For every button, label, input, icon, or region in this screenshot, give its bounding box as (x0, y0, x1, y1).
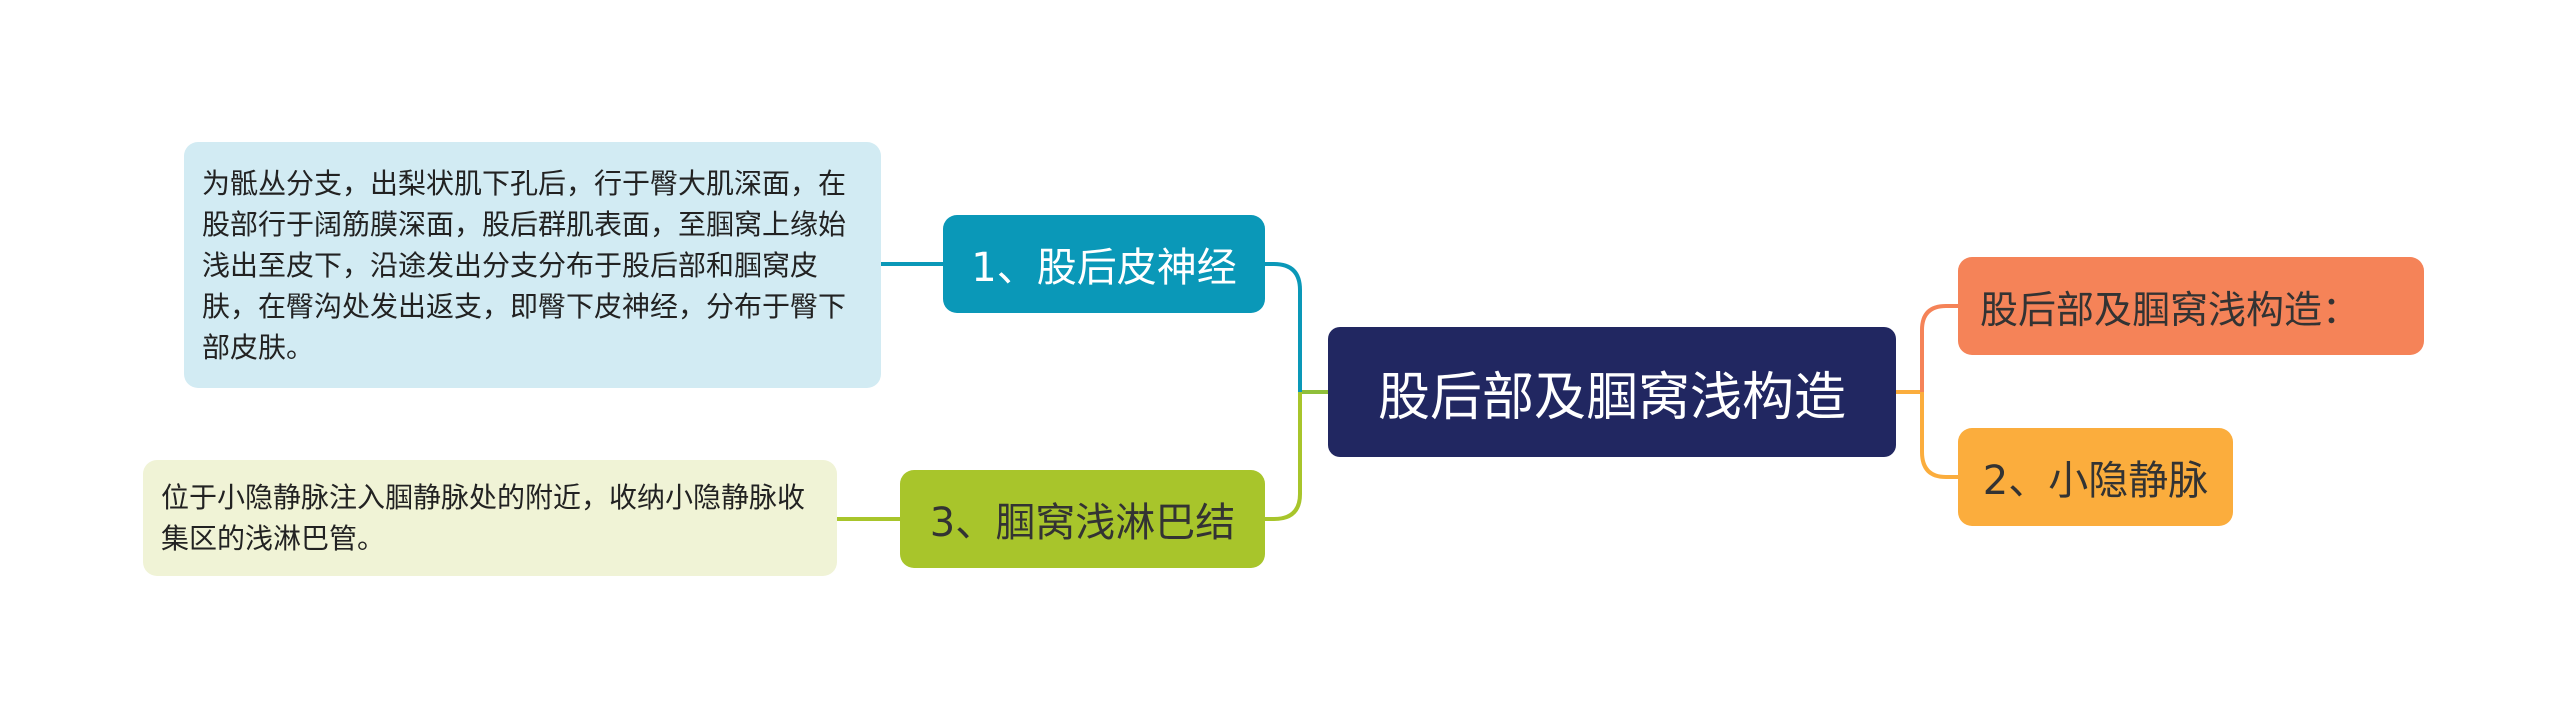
detail-text: 为骶丛分支，出梨状肌下孔后，行于臀大肌深面，在股部行于阔筋膜深面，股后群肌表面，… (202, 166, 847, 364)
branch-label: 1、股后皮神经 (971, 245, 1237, 291)
branch-label: 2、小隐静脉 (1982, 458, 2209, 504)
central-topic[interactable]: 股后部及腘窝浅构造 (1328, 327, 1896, 457)
detail-box-popliteal-lymph-nodes: 位于小隐静脉注入腘静脉处的附近，收纳小隐静脉收集区的浅淋巴管。 (143, 460, 837, 576)
branch-node-posterior-femoral-cutaneous-nerve[interactable]: 1、股后皮神经 (943, 215, 1265, 313)
detail-box-posterior-femoral-cutaneous-nerve: 为骶丛分支，出梨状肌下孔后，行于臀大肌深面，在股部行于阔筋膜深面，股后群肌表面，… (184, 142, 881, 388)
central-topic-title: 股后部及腘窝浅构造 (1377, 367, 1846, 428)
branch-node-popliteal-lymph-nodes[interactable]: 3、腘窝浅淋巴结 (900, 470, 1265, 568)
branch-node-small-saphenous-vein[interactable]: 2、小隐静脉 (1958, 428, 2233, 526)
branch-label: 3、腘窝浅淋巴结 (929, 500, 1236, 546)
branch-label: 股后部及腘窝浅构造： (1980, 287, 2361, 332)
detail-text: 位于小隐静脉注入腘静脉处的附近，收纳小隐静脉收集区的浅淋巴管。 (161, 481, 806, 555)
branch-node-structure-heading[interactable]: 股后部及腘窝浅构造： (1958, 257, 2424, 355)
